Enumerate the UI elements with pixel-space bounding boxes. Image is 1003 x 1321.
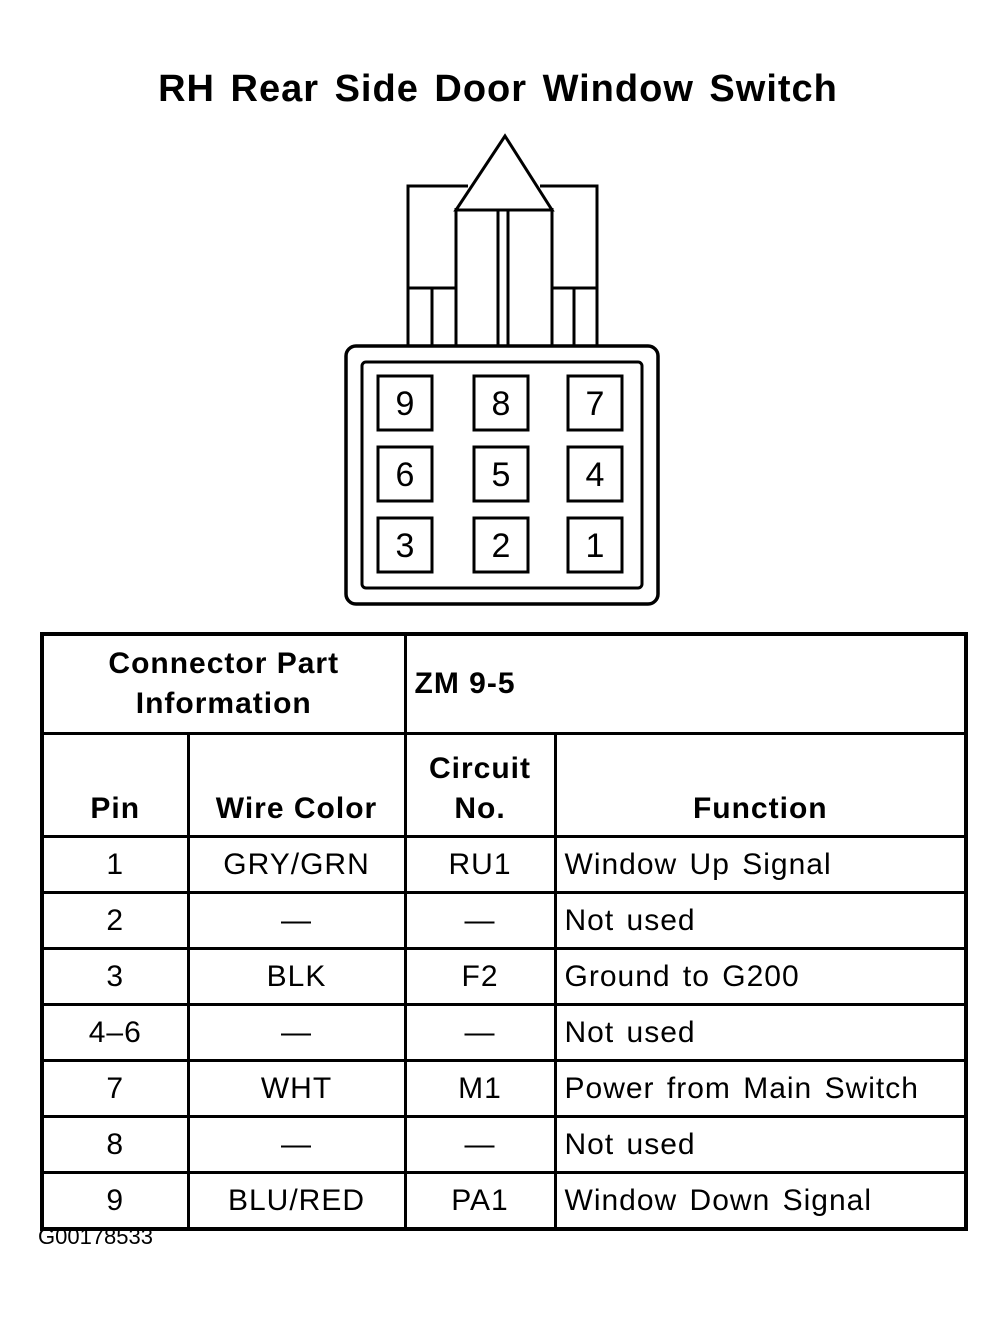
header-function: Function bbox=[553, 732, 968, 838]
pin-cavity-4: 4 bbox=[566, 445, 624, 503]
connector-body-inner bbox=[360, 360, 644, 590]
header-circuit-line1: Circuit bbox=[429, 752, 532, 785]
table-row: 4–6——Not used bbox=[40, 1003, 968, 1062]
pin-number-label: 8 bbox=[492, 385, 511, 423]
pin-cavity-9: 9 bbox=[376, 374, 434, 432]
connector-latch bbox=[406, 184, 599, 346]
pin-cavity-box bbox=[376, 516, 434, 574]
function-cell: Window Up Signal bbox=[553, 835, 968, 894]
wire-color-cell: GRY/GRN bbox=[186, 835, 407, 894]
circuit-cell: — bbox=[403, 1115, 557, 1174]
pin-number-label: 7 bbox=[586, 385, 605, 423]
pin-cell: 3 bbox=[40, 947, 190, 1006]
header-pin: Pin bbox=[40, 732, 190, 838]
column-header-row: Pin Wire Color Circuit No. Function bbox=[40, 732, 968, 838]
wire-color-cell: BLK bbox=[186, 947, 407, 1006]
circuit-cell: M1 bbox=[403, 1059, 557, 1118]
wire-color-cell: — bbox=[186, 1115, 407, 1174]
part-info-label-line1: Connector Part bbox=[108, 647, 340, 680]
pin-cavity-7: 7 bbox=[566, 374, 624, 432]
latch-arrow-icon bbox=[453, 133, 555, 212]
function-cell: Window Down Signal bbox=[553, 1171, 968, 1231]
pin-cavity-box bbox=[566, 445, 624, 503]
function-cell: Not used bbox=[553, 1003, 968, 1062]
part-info-row: Connector Part Information ZM 9-5 bbox=[40, 632, 968, 735]
pin-number-label: 5 bbox=[492, 456, 511, 494]
wire-color-cell: — bbox=[186, 891, 407, 950]
circuit-cell: F2 bbox=[403, 947, 557, 1006]
pin-cavity-6: 6 bbox=[376, 445, 434, 503]
header-circuit: Circuit No. bbox=[403, 732, 557, 838]
wire-color-cell: — bbox=[186, 1003, 407, 1062]
pin-cavity-box bbox=[376, 374, 434, 432]
pin-number-label: 3 bbox=[396, 527, 415, 565]
connector-pin-table: Connector Part Information ZM 9-5 Pin Wi… bbox=[40, 632, 969, 1231]
diagram-title: RH Rear Side Door Window Switch bbox=[158, 68, 838, 110]
pin-cavity-5: 5 bbox=[472, 445, 530, 503]
header-circuit-line2: No. bbox=[454, 792, 506, 825]
circuit-cell: — bbox=[403, 1003, 557, 1062]
circuit-cell: — bbox=[403, 891, 557, 950]
part-info-label: Connector Part Information bbox=[40, 632, 407, 735]
pin-cavity-box bbox=[566, 374, 624, 432]
function-cell: Not used bbox=[553, 891, 968, 950]
pin-cavity-2: 2 bbox=[472, 516, 530, 574]
function-cell: Ground to G200 bbox=[553, 947, 968, 1006]
table-row: 8——Not used bbox=[40, 1115, 968, 1174]
part-info-value: ZM 9-5 bbox=[403, 632, 968, 735]
pin-cavity-box bbox=[566, 516, 624, 574]
pin-cell: 4–6 bbox=[40, 1003, 190, 1062]
pin-cavity-8: 8 bbox=[472, 374, 530, 432]
pin-cavity-3: 3 bbox=[376, 516, 434, 574]
pin-number-label: 1 bbox=[586, 527, 605, 565]
circuit-cell: PA1 bbox=[403, 1171, 557, 1231]
pin-number-label: 6 bbox=[396, 456, 415, 494]
pin-cell: 2 bbox=[40, 891, 190, 950]
function-cell: Power from Main Switch bbox=[553, 1059, 968, 1118]
header-wire-color: Wire Color bbox=[186, 732, 407, 838]
pin-cavity-box bbox=[472, 516, 530, 574]
pin-cavity-1: 1 bbox=[566, 516, 624, 574]
pin-number-label: 2 bbox=[492, 527, 511, 565]
pin-cell: 8 bbox=[40, 1115, 190, 1174]
function-cell: Not used bbox=[553, 1115, 968, 1174]
table-row: 2——Not used bbox=[40, 891, 968, 950]
wire-color-cell: BLU/RED bbox=[186, 1171, 407, 1231]
wire-color-cell: WHT bbox=[186, 1059, 407, 1118]
pin-cavity-box bbox=[376, 445, 434, 503]
pin-cell: 1 bbox=[40, 835, 190, 894]
pin-grid: 9 8 7 6 5 4 3 2 1 bbox=[376, 374, 624, 574]
connector-diagram: 9 8 7 6 5 4 3 2 1 bbox=[344, 133, 660, 606]
circuit-cell: RU1 bbox=[403, 835, 557, 894]
pin-cavity-box bbox=[472, 445, 530, 503]
pin-cell: 7 bbox=[40, 1059, 190, 1118]
pin-number-label: 4 bbox=[586, 456, 605, 494]
pin-number-label: 9 bbox=[396, 385, 415, 423]
figure-id: G00178533 bbox=[38, 1224, 153, 1249]
connector-body-outer bbox=[344, 344, 660, 606]
pin-cell: 9 bbox=[40, 1171, 190, 1231]
pin-cavity-box bbox=[472, 374, 530, 432]
part-info-label-line2: Information bbox=[135, 687, 312, 720]
